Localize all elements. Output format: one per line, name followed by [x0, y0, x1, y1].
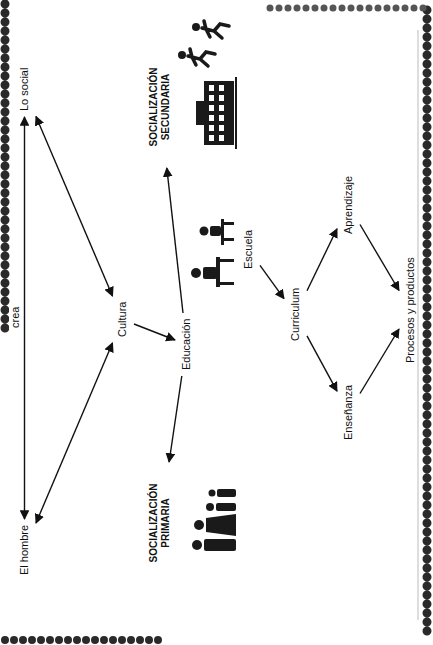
arrow-connector [360, 225, 399, 291]
concept-label: Aprendizaje [340, 173, 357, 237]
node-text: Procesos y productos [404, 257, 417, 363]
arrow-connector [36, 343, 113, 523]
bead-strip [423, 10, 432, 640]
node-text: SOCIALIZACIÓN SECUNDARIA [148, 52, 172, 162]
arrow-connector [307, 229, 337, 291]
concept-label: Escuela [240, 227, 257, 272]
concept-label: El hombre [16, 522, 33, 578]
scan-edge [418, 30, 419, 620]
school-building-icon [196, 77, 236, 149]
arrow-connector [24, 117, 25, 519]
edge-label: crea [9, 305, 21, 330]
runners-icon [178, 21, 229, 66]
bead-strip [270, 5, 425, 12]
concept-label: Curriculum [287, 285, 304, 344]
node-text: Educación [180, 319, 193, 370]
arrow-connector [167, 168, 183, 313]
arrow-connector [360, 329, 399, 394]
node-text: Enseñanza [342, 385, 355, 440]
concept-label: Procesos y productos [402, 254, 419, 366]
arrow-connector [36, 117, 113, 297]
socialization-label: SOCIALIZACIÓN SECUNDARIA [146, 49, 174, 165]
node-text: Cultura [116, 302, 129, 337]
node-text: Escuela [242, 230, 255, 269]
node-text: Lo social [18, 68, 31, 111]
concept-label: Enseñanza [340, 382, 357, 443]
concept-label: Lo social [16, 65, 33, 114]
node-text: SOCIALIZACIÓN PRIMARIA [148, 468, 172, 578]
bead-strip [5, 636, 160, 644]
node-text: Aprendizaje [342, 176, 355, 234]
arrow-connector [260, 265, 284, 298]
arrow-connector [307, 336, 337, 391]
arrow-connector [169, 376, 182, 462]
concept-label: Educación [178, 316, 195, 373]
classroom-icon [191, 219, 234, 287]
concept-label: Cultura [114, 299, 131, 340]
socialization-label: SOCIALIZACIÓN PRIMARIA [146, 465, 174, 581]
node-text: El hombre [18, 525, 31, 575]
bead-strip [1, 4, 10, 330]
arrow-connector [134, 324, 175, 340]
family-icon [192, 489, 236, 551]
node-text: Curriculum [289, 288, 302, 341]
